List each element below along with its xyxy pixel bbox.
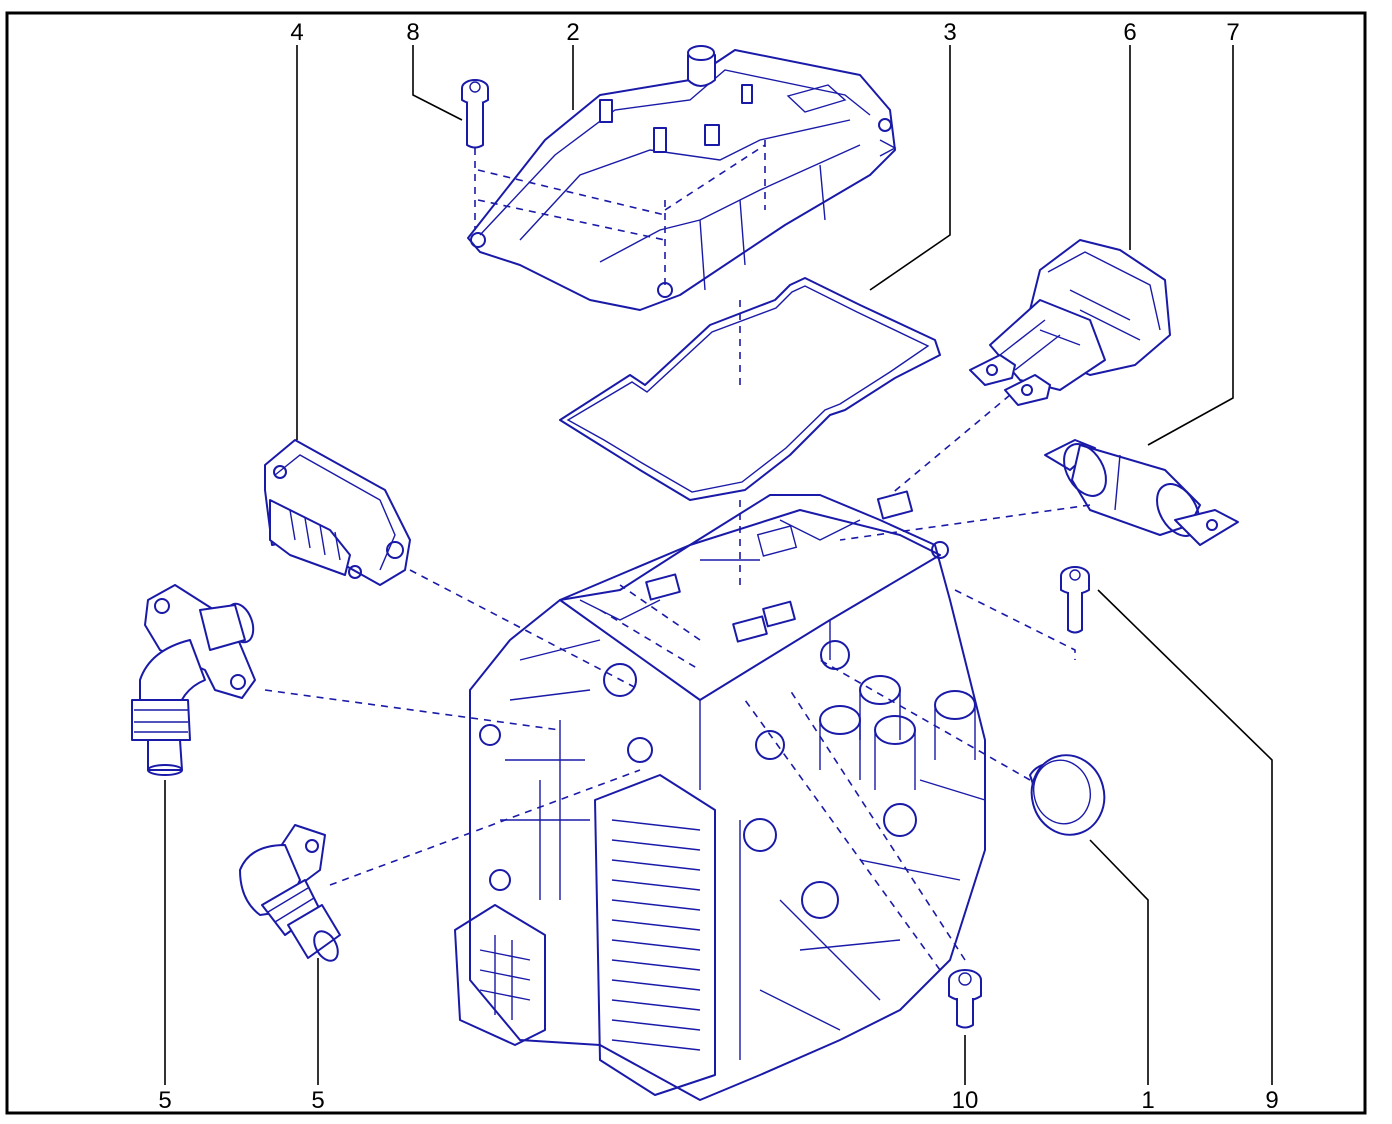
callout-leaders <box>164 45 1273 1085</box>
fuse <box>1044 439 1239 546</box>
callout-10: 10 <box>952 1087 979 1114</box>
assembly-lines <box>264 140 1091 971</box>
gasket <box>559 277 941 501</box>
callout-5-left: 5 <box>158 1087 171 1114</box>
transmission-housing <box>454 490 986 1101</box>
callout-8: 8 <box>406 19 419 46</box>
callout-1: 1 <box>1141 1087 1154 1114</box>
callout-7: 7 <box>1226 19 1239 46</box>
elbow-fitting-right <box>239 824 341 962</box>
bolt-8 <box>461 79 489 149</box>
callout-6: 6 <box>1123 19 1136 46</box>
callout-3: 3 <box>943 19 956 46</box>
bolt-9 <box>1060 566 1090 634</box>
connector-housing <box>264 439 411 586</box>
electronic-control-module-cover <box>467 45 897 311</box>
elbow-fitting-left <box>131 584 256 776</box>
diagram-border <box>5 11 1367 1115</box>
callout-9: 9 <box>1265 1087 1278 1114</box>
callout-numbers: 4 8 2 3 6 7 5 5 10 1 9 <box>158 19 1278 1114</box>
bolt-10 <box>948 969 982 1029</box>
callout-5-right: 5 <box>311 1087 324 1114</box>
callout-4: 4 <box>290 19 303 46</box>
callout-2: 2 <box>566 19 579 46</box>
connector-assembly <box>969 239 1171 406</box>
breather-cap <box>1029 754 1106 836</box>
